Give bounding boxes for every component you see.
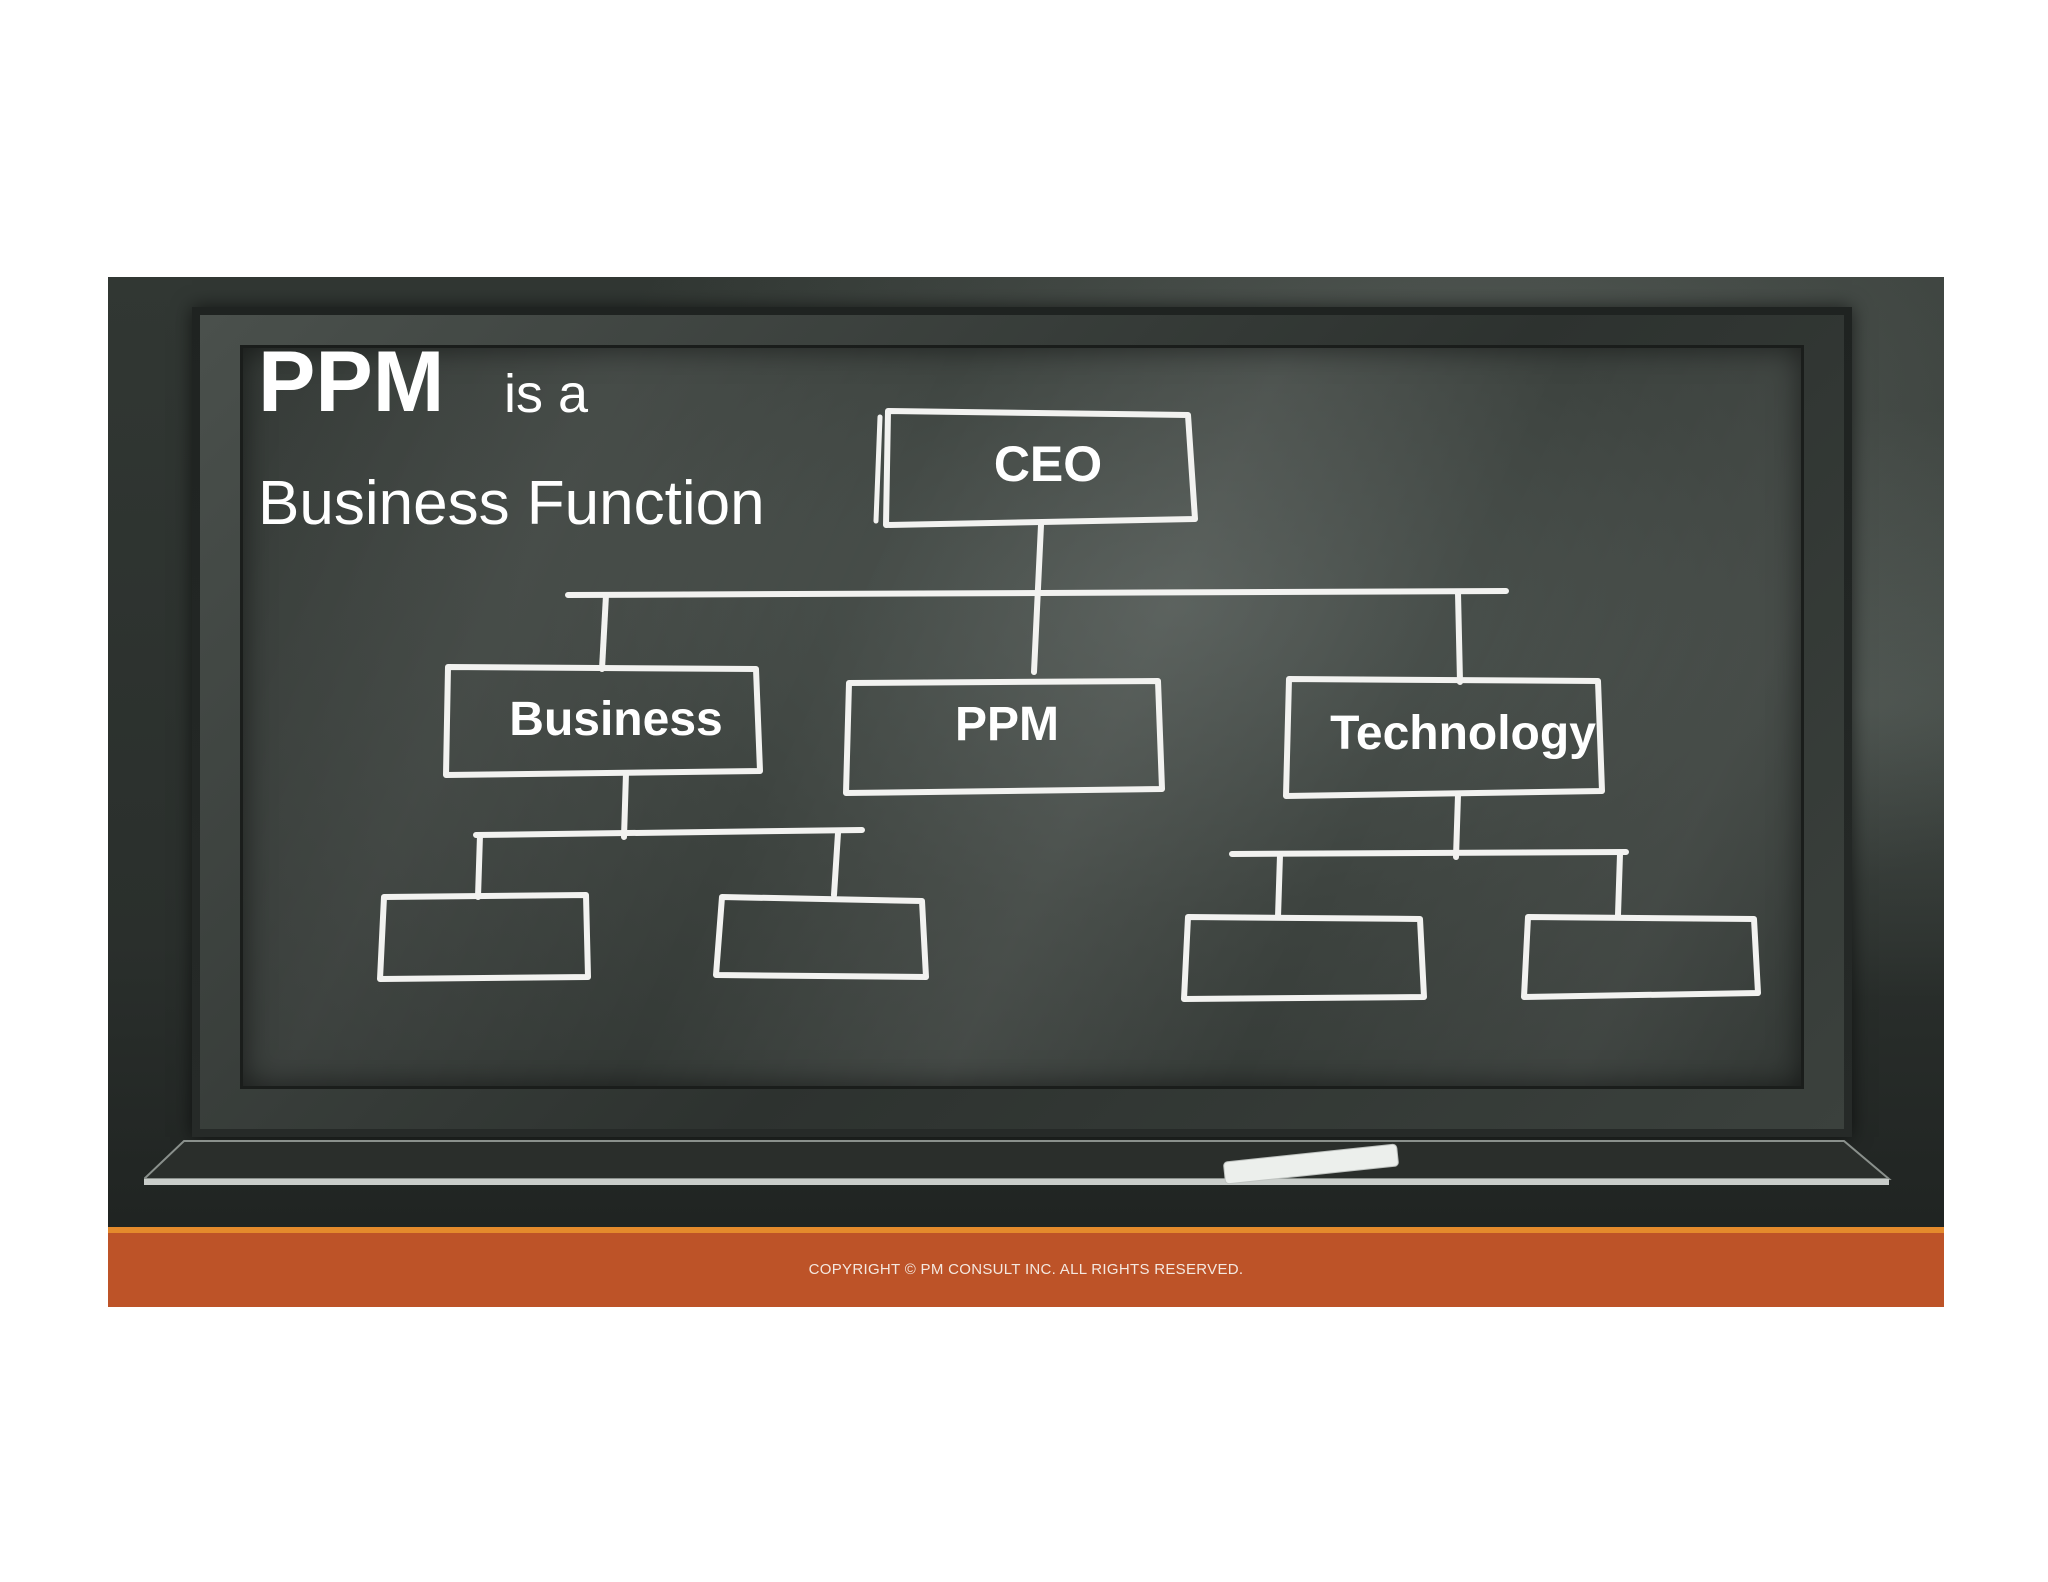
technology-child-box-1 [1181, 914, 1427, 1002]
ceo-box [883, 408, 1198, 528]
technology-sub-drop-right [1615, 851, 1623, 918]
ceo-box-stroke [873, 414, 883, 524]
chalk-tray [144, 1140, 1892, 1185]
title-business-function: Business Function [258, 469, 765, 538]
business-label: Business [509, 693, 722, 746]
business-box [443, 664, 763, 778]
business-sub-drop-right [831, 830, 841, 898]
business-child-box-2 [713, 894, 929, 980]
technology-subconnector [1453, 792, 1461, 860]
slide: PPM is a Business Function [108, 277, 1944, 1307]
business-drop [599, 592, 609, 672]
technology-label: Technology [1330, 707, 1596, 760]
chalk-stick [1223, 1143, 1399, 1185]
department-bar [565, 588, 1509, 598]
business-sub-drop-left [475, 832, 483, 900]
business-child-box-1 [377, 892, 591, 982]
ceo-label: CEO [994, 436, 1102, 492]
org-chart: CEO Business PPM Technology [377, 408, 1761, 1002]
technology-drop [1455, 590, 1463, 685]
chalkboard [240, 345, 1804, 1089]
title-is-a: is a [504, 364, 589, 424]
footer-bar: COPYRIGHT © PM CONSULT INC. ALL RIGHTS R… [108, 1227, 1944, 1307]
copyright-text: COPYRIGHT © PM CONSULT INC. ALL RIGHTS R… [808, 1261, 1244, 1278]
ceo-connector [1031, 522, 1044, 675]
business-subconnector [621, 770, 629, 840]
technology-child-box-2 [1521, 914, 1761, 1000]
chalkboard-frame [192, 307, 1852, 1137]
title-ppm: PPM [258, 334, 445, 430]
business-sub-bar [473, 827, 865, 838]
technology-sub-bar [1229, 849, 1629, 857]
ppm-label: PPM [955, 698, 1059, 751]
technology-box [1283, 676, 1605, 799]
ppm-box [843, 678, 1165, 796]
technology-sub-drop-left [1275, 852, 1283, 920]
